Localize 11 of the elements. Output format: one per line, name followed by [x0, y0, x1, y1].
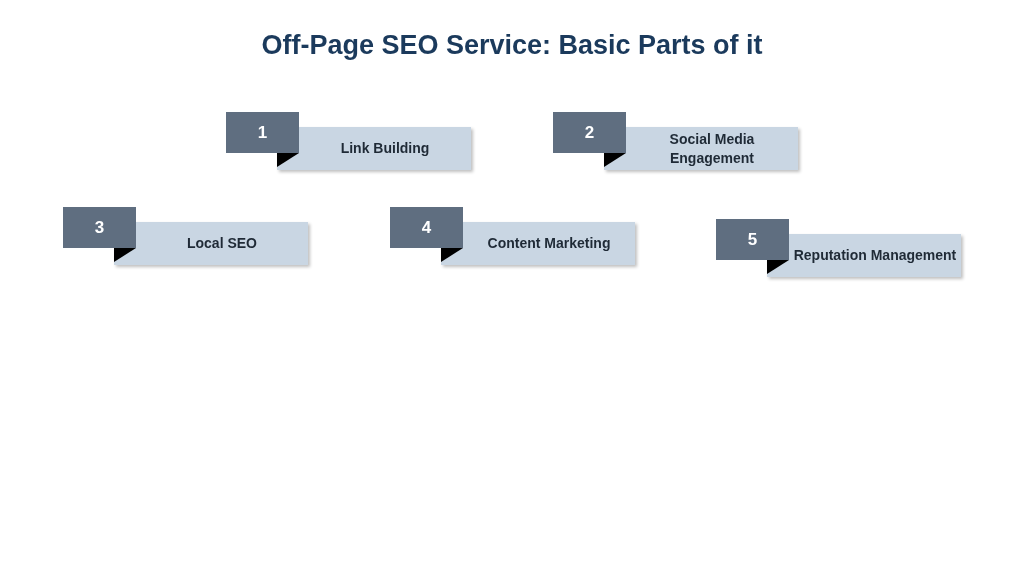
- label-box: Link Building: [277, 127, 471, 170]
- label-box: Reputation Management: [767, 234, 961, 277]
- number-tab: 3: [63, 207, 136, 248]
- label-box: Social Media Engagement: [604, 127, 798, 170]
- label-box: Content Marketing: [441, 222, 635, 265]
- number-tab: 2: [553, 112, 626, 153]
- number-tab: 4: [390, 207, 463, 248]
- label-box: Local SEO: [114, 222, 308, 265]
- title: Off-Page SEO Service: Basic Parts of it: [260, 30, 764, 61]
- number-tab: 5: [716, 219, 789, 260]
- number-tab: 1: [226, 112, 299, 153]
